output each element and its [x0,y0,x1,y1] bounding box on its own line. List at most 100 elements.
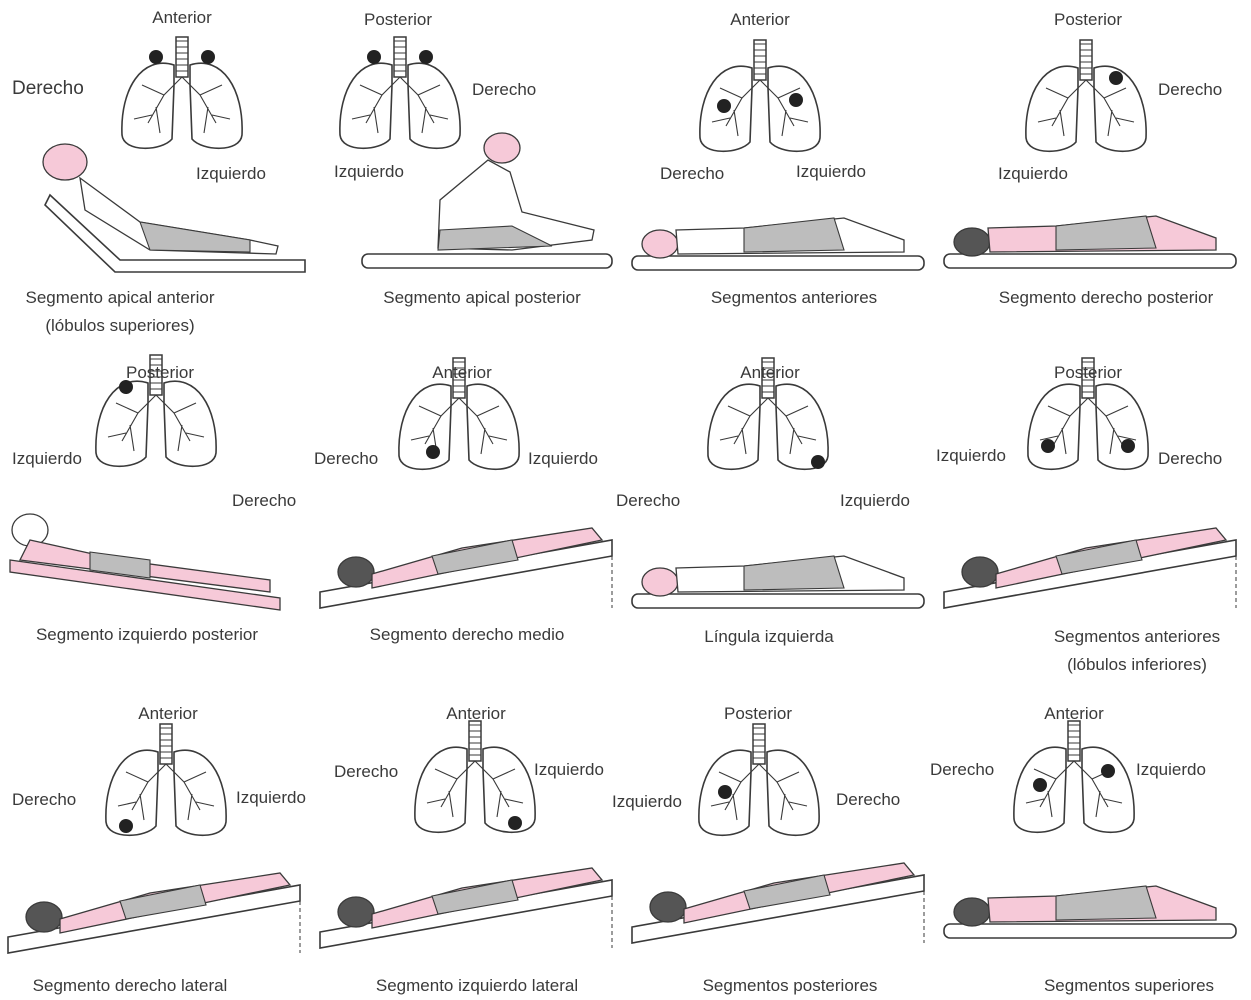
segment-marker [1121,439,1135,453]
side-label-a: Derecho [12,78,84,100]
view-label: Anterior [416,704,536,724]
segment-marker [1101,764,1115,778]
lungs-icon [700,40,820,151]
caption: Segmento derecho lateral [0,972,260,1000]
caption: Segmento apical anterior (lóbulos superi… [0,284,240,340]
segment-marker [717,99,731,113]
side-label-b: Izquierdo [528,449,598,469]
caption-line-1: Segmento apical anterior [25,288,214,307]
panel-6: Anterior Derecho Izquierdo Segmento dere… [312,333,624,666]
view-label: Anterior [122,8,242,28]
panel-11: Posterior Izquierdo Derecho Segmentos po… [624,666,936,999]
caption: Língula izquierda [684,623,854,651]
patient-figure [10,514,280,610]
caption: Segmento izquierdo posterior [2,621,292,649]
side-label-b: Derecho [1158,449,1222,469]
panel-2: Posterior Izquierdo Derecho Segmento api… [312,0,624,333]
lungs-icon [1026,40,1146,151]
side-label-a: Izquierdo [334,162,404,182]
view-label: Anterior [402,363,522,383]
patient-figure [362,133,612,268]
segment-marker [149,50,163,64]
caption-line-1: Segmentos posteriores [703,976,878,995]
side-label-b: Izquierdo [534,760,604,780]
caption: Segmentos superiores [1014,972,1244,1000]
patient-figure [8,873,300,953]
side-label-a: Derecho [314,449,378,469]
view-label: Posterior [1028,10,1148,30]
side-label-b: Izquierdo [840,491,910,511]
side-label-a: Izquierdo [936,446,1006,466]
view-label: Anterior [108,704,228,724]
view-label: Posterior [338,10,458,30]
view-label: Posterior [100,363,220,383]
side-label-a: Derecho [660,164,724,184]
caption-line-1: Segmento apical posterior [383,288,581,307]
side-label-b: Izquierdo [236,788,306,808]
side-label-a: Derecho [616,491,680,511]
lungs-icon [106,724,226,835]
side-label-a: Derecho [930,760,994,780]
patient-figure [632,863,924,943]
panel-4: Posterior Izquierdo Derecho Segmento der… [936,0,1248,333]
patient-figure [632,556,924,608]
lungs-icon [340,37,460,148]
side-label-b: Izquierdo [196,164,266,184]
caption-line-1: Segmento izquierdo lateral [376,976,578,995]
panel-5: Posterior Izquierdo Derecho Segmento izq… [0,333,312,666]
side-label-b: Izquierdo [1136,760,1206,780]
caption-line-1: Segmento izquierdo posterior [36,625,258,644]
segment-marker [119,819,133,833]
lungs-icon [1014,721,1134,832]
panel-10: Anterior Derecho Izquierdo Segmento izqu… [312,666,624,999]
patient-figure [944,216,1236,268]
segment-marker [419,50,433,64]
caption: Segmento derecho posterior [968,284,1244,312]
side-label-b: Derecho [836,790,900,810]
panel-3: Anterior Derecho Izquierdo Segmentos ant… [624,0,936,333]
panel-9: Anterior Derecho Izquierdo Segmento dere… [0,666,312,999]
panel-8: Posterior Izquierdo Derecho Segmentos an… [936,333,1248,666]
caption-line-1: Língula izquierda [704,627,833,646]
segment-marker [201,50,215,64]
panel-1: Anterior Derecho Izquierdo Segmento apic… [0,0,312,333]
lungs-icon [415,721,535,832]
side-label-b: Izquierdo [796,162,866,182]
caption: Segmentos posteriores [670,972,910,1000]
view-label: Anterior [1014,704,1134,724]
segment-marker [508,816,522,830]
side-label-a: Derecho [12,790,76,810]
segment-marker [718,785,732,799]
lungs-icon [122,37,242,148]
lungs-icon [699,724,819,835]
side-label-b: Derecho [232,491,296,511]
segment-marker [811,455,825,469]
patient-figure [944,528,1236,608]
view-label: Posterior [698,704,818,724]
side-label-a: Izquierdo [612,792,682,812]
side-label-b: Derecho [1158,80,1222,100]
panel-7: Anterior Derecho Izquierdo Língula izqui… [624,333,936,666]
segment-marker [789,93,803,107]
caption-line-1: Segmento derecho medio [370,625,565,644]
caption: Segmento izquierdo lateral [342,972,612,1000]
side-label-a: Izquierdo [12,449,82,469]
segment-marker [367,50,381,64]
caption-line-1: Segmentos anteriores [711,288,877,307]
patient-figure [944,886,1236,938]
segment-marker [426,445,440,459]
patient-figure [320,868,612,948]
segment-marker [1041,439,1055,453]
caption: Segmento derecho medio [342,621,592,649]
segment-marker [1033,778,1047,792]
side-label-a: Izquierdo [998,164,1068,184]
caption: Segmento apical posterior [352,284,612,312]
view-label: Posterior [1028,363,1148,383]
view-label: Anterior [710,363,830,383]
caption-line-1: Segmentos anteriores [1054,627,1220,646]
patient-figure [632,218,924,270]
side-label-a: Derecho [334,762,398,782]
view-label: Anterior [700,10,820,30]
caption-line-1: Segmento derecho lateral [33,976,228,995]
caption: Segmentos anteriores [684,284,904,312]
